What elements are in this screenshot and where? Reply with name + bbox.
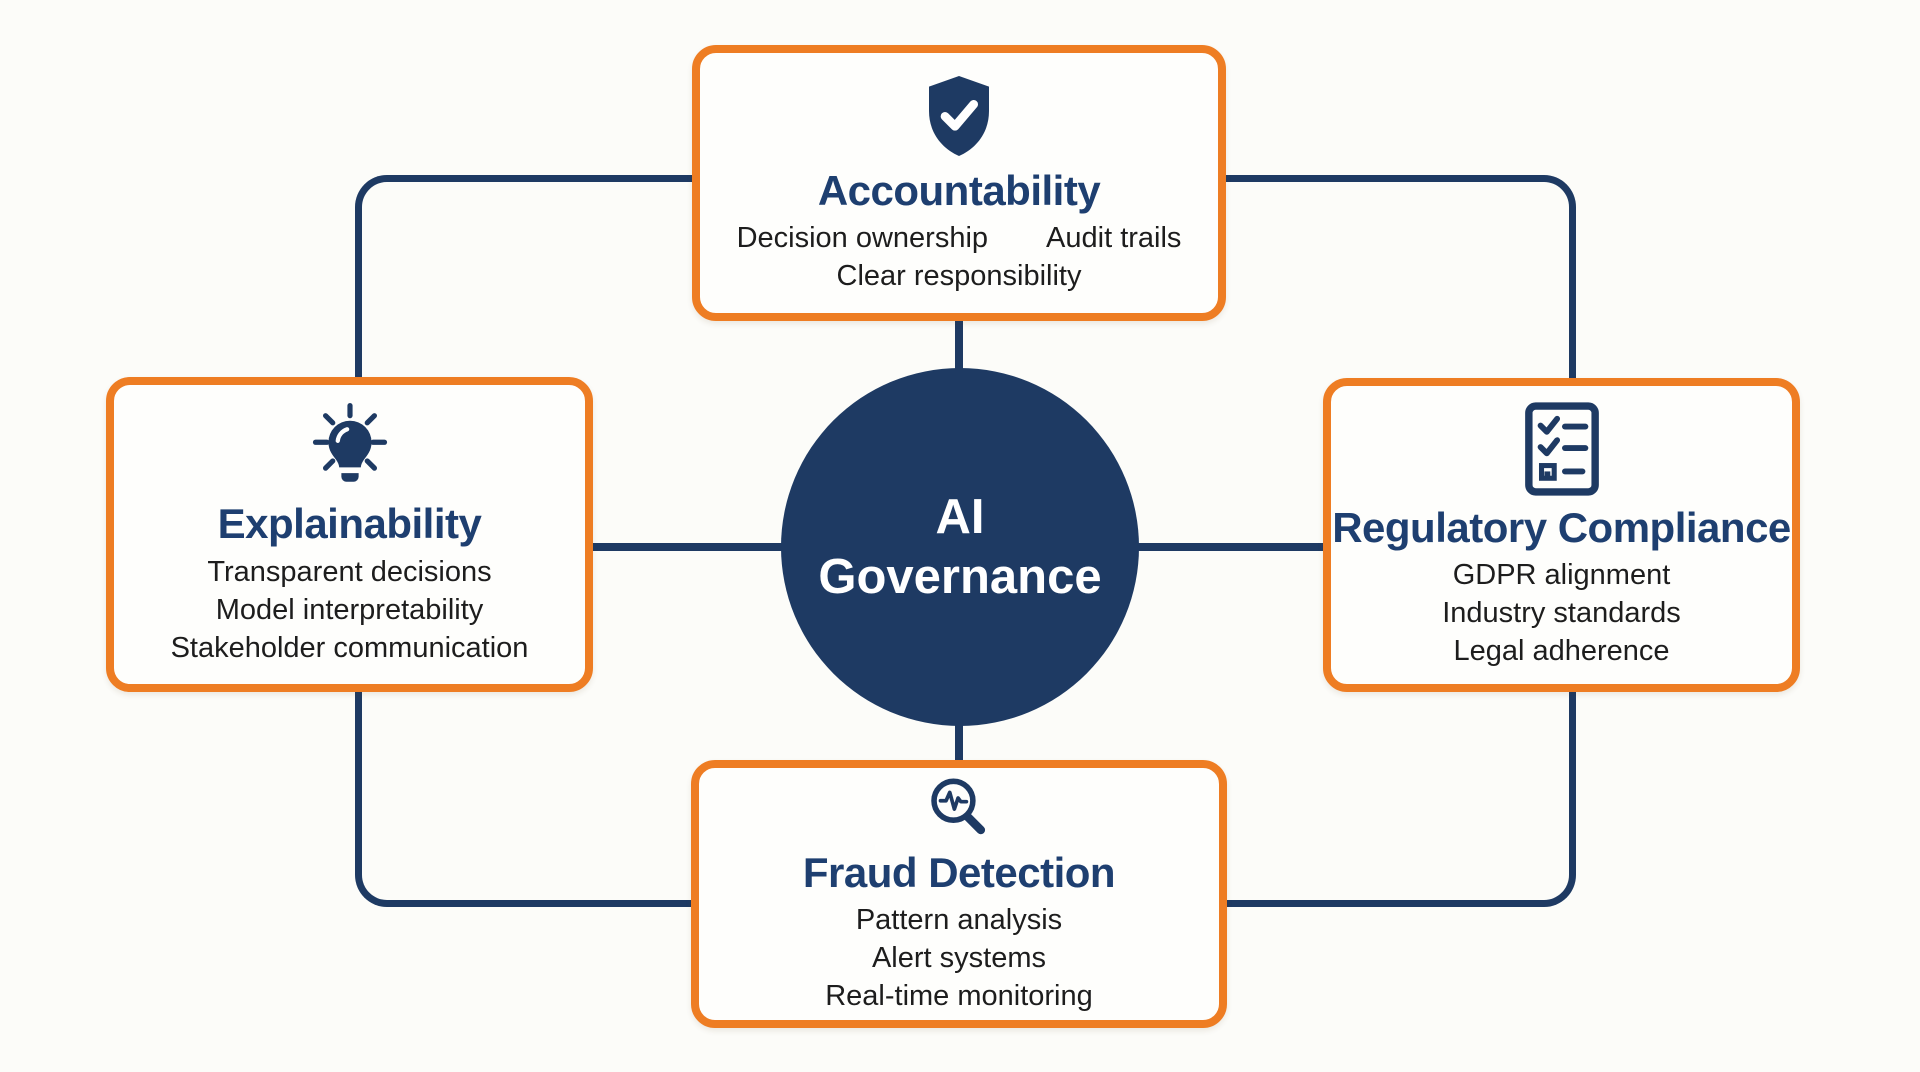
- connector-top-left: [355, 175, 699, 384]
- center-node-ai-governance: AI Governance: [781, 368, 1139, 726]
- connector-center-top: [955, 315, 963, 390]
- center-title-line2: Governance: [818, 550, 1102, 604]
- lightbulb-icon: [304, 402, 396, 494]
- checklist-icon: [1523, 400, 1601, 498]
- node-explainability: Explainability Transparent decisions Mod…: [106, 377, 593, 692]
- node-items: GDPR alignment Industry standards Legal …: [1442, 556, 1681, 670]
- connector-bottom-right: [1227, 692, 1576, 907]
- node-item: Legal adherence: [1453, 635, 1670, 668]
- node-title: Accountability: [817, 166, 1101, 214]
- connector-bottom-left: [355, 692, 698, 907]
- shield-check-icon: [919, 71, 999, 161]
- connector-center-right: [1128, 543, 1330, 551]
- connector-top-right: [1226, 175, 1576, 385]
- node-item: Real-time monitoring: [825, 980, 1093, 1013]
- node-items: Transparent decisions Model interpretabi…: [171, 553, 529, 667]
- node-item: Stakeholder communication: [170, 631, 529, 664]
- center-title-line1: AI: [935, 490, 985, 544]
- node-item: Alert systems: [871, 942, 1046, 975]
- node-regulatory-compliance: Regulatory Compliance GDPR alignment Ind…: [1323, 378, 1800, 692]
- node-title: Fraud Detection: [802, 848, 1116, 896]
- node-title: Explainability: [217, 500, 482, 548]
- node-item: Industry standards: [1442, 597, 1681, 630]
- node-item: Pattern analysis: [855, 904, 1063, 937]
- node-item: Model interpretability: [215, 593, 484, 626]
- node-fraud-detection: Fraud Detection Pattern analysis Alert s…: [691, 760, 1227, 1028]
- magnifier-pulse-icon: [922, 773, 996, 847]
- node-items: Pattern analysis Alert systems Real-time…: [825, 901, 1093, 1015]
- node-item: Clear responsibility: [836, 260, 1082, 293]
- node-item: Audit trails: [1046, 222, 1182, 255]
- connector-center-left: [588, 543, 793, 551]
- connector-center-bottom: [955, 715, 963, 767]
- node-item: GDPR alignment: [1452, 559, 1671, 592]
- node-item: Transparent decisions: [207, 555, 492, 588]
- node-item: Decision ownership: [736, 222, 989, 255]
- node-accountability: Accountability Decision ownership Audit …: [692, 45, 1226, 321]
- node-title: Regulatory Compliance: [1332, 503, 1791, 551]
- node-items: Decision ownership Audit trails Clear re…: [709, 219, 1209, 295]
